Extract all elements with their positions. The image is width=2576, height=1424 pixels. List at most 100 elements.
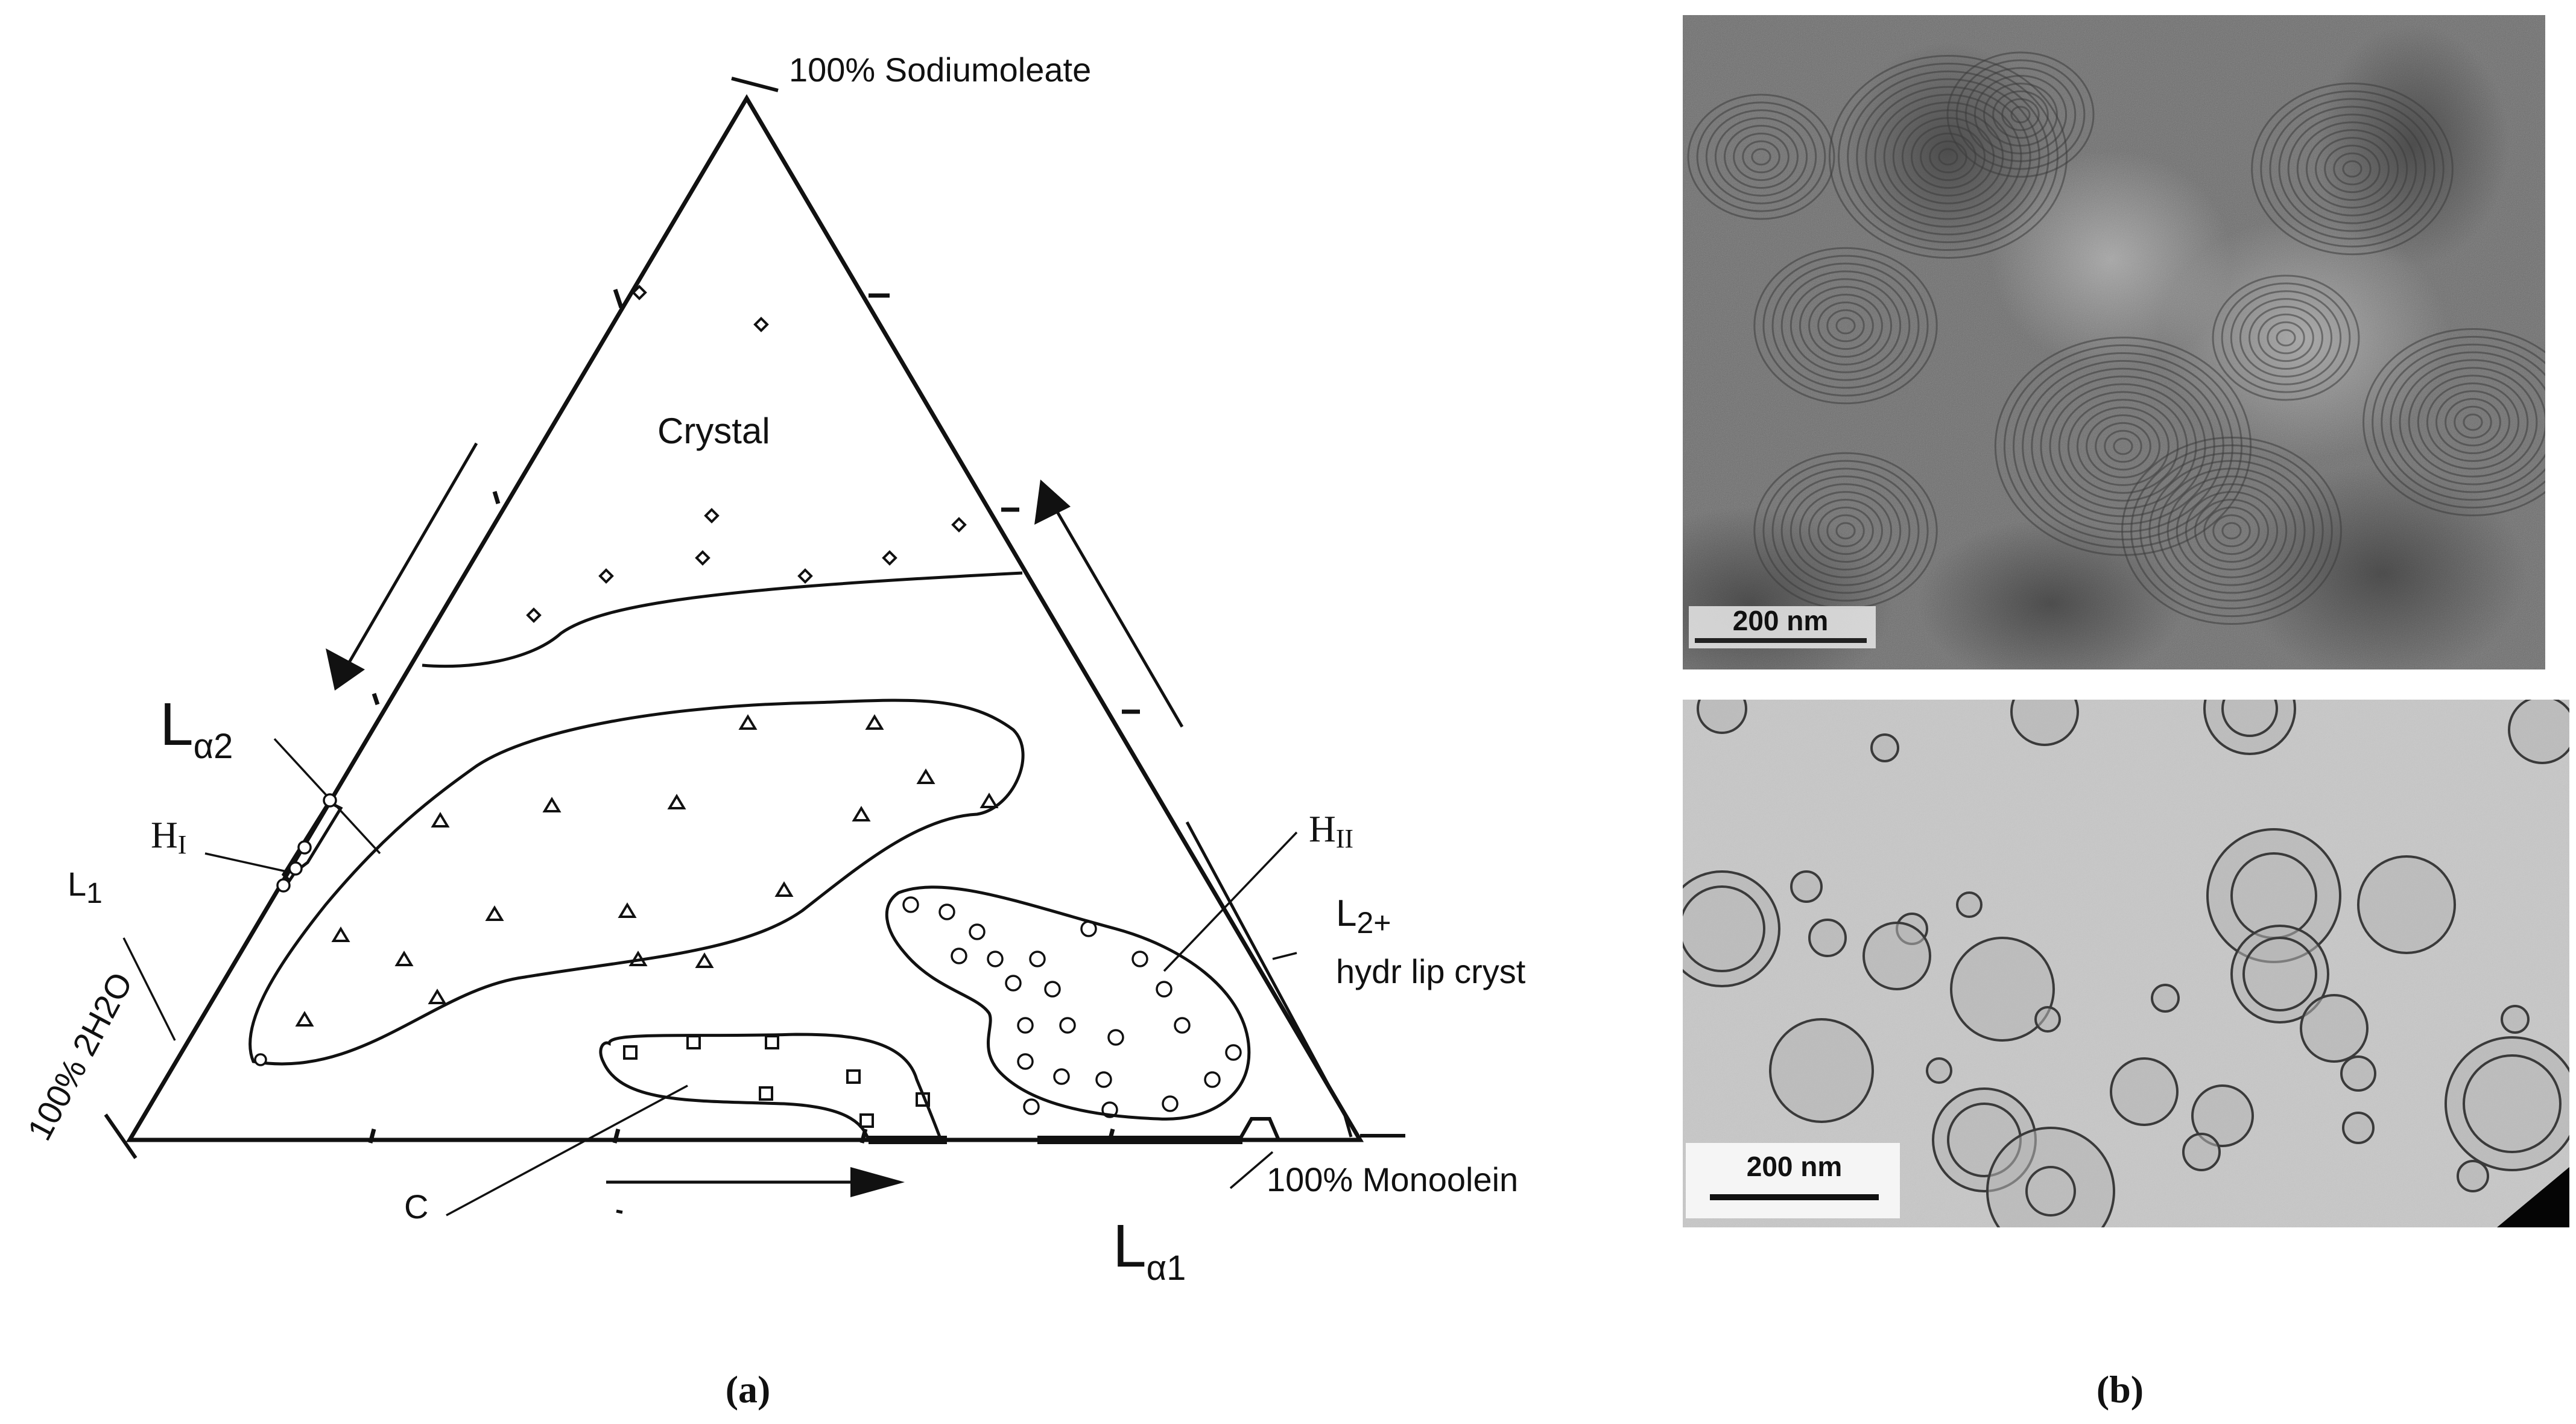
lamellar-ring: [2426, 382, 2520, 462]
lamellar-ring: [1742, 140, 1780, 174]
lamellar-ring: [2454, 405, 2492, 439]
lamellar-ring: [2176, 483, 2288, 578]
region-label-c: C: [404, 1188, 428, 1226]
lamellar-ring: [2086, 414, 2160, 479]
lamellar-ring: [2095, 422, 2151, 471]
lamellar-ring: [2258, 313, 2314, 362]
lamellar-ring: [1983, 82, 2058, 147]
lamellar-ring: [1762, 460, 1929, 602]
lamellar-ring: [2372, 335, 2545, 509]
vesicle: [1926, 1057, 1952, 1084]
lamellar-ring: [2248, 305, 2323, 370]
vesicle: [2182, 1133, 2221, 1171]
lamellar-ring: [1992, 90, 2049, 139]
region-label-hi: HI: [151, 815, 186, 859]
crystal-boundary: [422, 571, 1023, 668]
lamellar-ring: [1808, 498, 1883, 563]
lamellar-ring: [2445, 397, 2501, 447]
vesicle: [1862, 922, 1931, 990]
la2-triangle-points: [295, 714, 999, 1027]
scale-bar-bottom: [1686, 1143, 1900, 1218]
region-label-hi-sub: I: [178, 830, 187, 859]
hii-circle-points: [902, 896, 1242, 1118]
arrow-right-up-head: [1034, 479, 1071, 525]
lamellar-ring: [2239, 298, 2333, 378]
lamellar-ring: [2121, 436, 2342, 625]
lamellar-ring: [1714, 117, 1808, 197]
lamellar-ring: [1835, 317, 1856, 335]
lamellar-ring: [1790, 483, 1902, 578]
panel-b-caption: (b): [2097, 1368, 2144, 1411]
lamellar-ring: [2278, 106, 2426, 232]
lamellar-ring: [1817, 506, 1874, 555]
arrow-right-up: [1051, 502, 1184, 728]
region-label-l2: L2+: [1336, 893, 1391, 940]
lamellar-ring: [2049, 383, 2197, 510]
vesicle: [2034, 1006, 2061, 1033]
lamellar-ring: [1838, 62, 2059, 252]
vesicle: [1956, 891, 1983, 918]
lamellar-ring: [2276, 329, 2296, 347]
micrograph-panel: 200 nm 200 nm (b): [1683, 15, 2569, 1411]
lamellar-ring: [2287, 113, 2417, 224]
vesicle: [2340, 1055, 2376, 1092]
lamellar-ring: [1696, 101, 1826, 212]
lamellar-ring: [2342, 160, 2362, 178]
hi-circle-points: [254, 793, 337, 1066]
lamellar-ring: [2130, 444, 2333, 618]
lamellar-ring: [1973, 75, 2068, 154]
vesicle: [2342, 1112, 2375, 1144]
region-label-hii: HII: [1309, 809, 1353, 853]
region-label-la2-sub: α2: [194, 727, 233, 766]
vesicle: [2010, 700, 2079, 746]
vesicle: [2501, 1005, 2530, 1034]
lamellar-ring: [2315, 136, 2390, 201]
region-label-l2-sub: 2+: [1356, 906, 1391, 940]
c-square-points: [623, 1035, 930, 1128]
region-label-l1-sub: 1: [86, 878, 103, 910]
lamellar-ring: [1874, 93, 2022, 220]
panel-a-caption: (a): [726, 1368, 771, 1411]
lamellar-ring: [2194, 498, 2269, 563]
l2-boundary-line-2: [1343, 1115, 1353, 1138]
region-label-l1: L1: [68, 865, 103, 910]
lamellar-ring: [1733, 132, 1790, 182]
lamellar-ring: [2381, 343, 2545, 501]
scale-bar-top-label: 200 nm: [1733, 605, 1829, 636]
lamellar-ring: [2408, 367, 2538, 478]
region-label-hii-sub: II: [1336, 824, 1353, 853]
region-label-la1-sub: α1: [1147, 1248, 1186, 1288]
lamellar-ring: [2463, 413, 2483, 431]
arrow-left-down: [345, 442, 478, 668]
scale-bar-bottom-label: 200 nm: [1747, 1151, 1843, 1182]
vesicle: [1790, 870, 1823, 903]
lamellar-ring: [1753, 247, 1938, 405]
lamellar-ring: [1964, 67, 2077, 162]
lamellar-ring: [2113, 437, 2133, 455]
crystal-points: [526, 285, 967, 623]
lamellar-ring: [2076, 407, 2170, 486]
lamellar-ring: [1762, 255, 1929, 397]
lamellar-ring: [2001, 98, 2040, 131]
vesicle: [1808, 919, 1847, 957]
lamellar-ring: [1946, 51, 2095, 178]
lamellar-ring: [2269, 98, 2435, 240]
c-region-boundary: [599, 1033, 943, 1142]
lamellar-ring: [1847, 70, 2049, 244]
la1-bump: [1238, 1117, 1280, 1141]
region-label-la2: Lα2: [160, 691, 233, 766]
lamellar-ring: [2104, 429, 2142, 463]
lamellar-ring: [2221, 522, 2242, 540]
inner-vesicle: [1683, 885, 1765, 972]
lamellar-ring: [2139, 452, 2324, 610]
lamellar-ring: [2157, 467, 2306, 594]
region-label-crystal: Crystal: [657, 411, 770, 451]
phase-diagram-panel: 100% Sodiumoleate 100% Monoolein 100% 2H…: [20, 51, 1526, 1411]
vertex-tick-left: [104, 1113, 138, 1159]
arrow-bottom-right-head: [850, 1167, 905, 1197]
stray-mark: [616, 1209, 623, 1214]
lamellar-ring: [2203, 506, 2260, 555]
vesicle: [1769, 1018, 1874, 1123]
lamellar-ring: [2399, 359, 2545, 486]
